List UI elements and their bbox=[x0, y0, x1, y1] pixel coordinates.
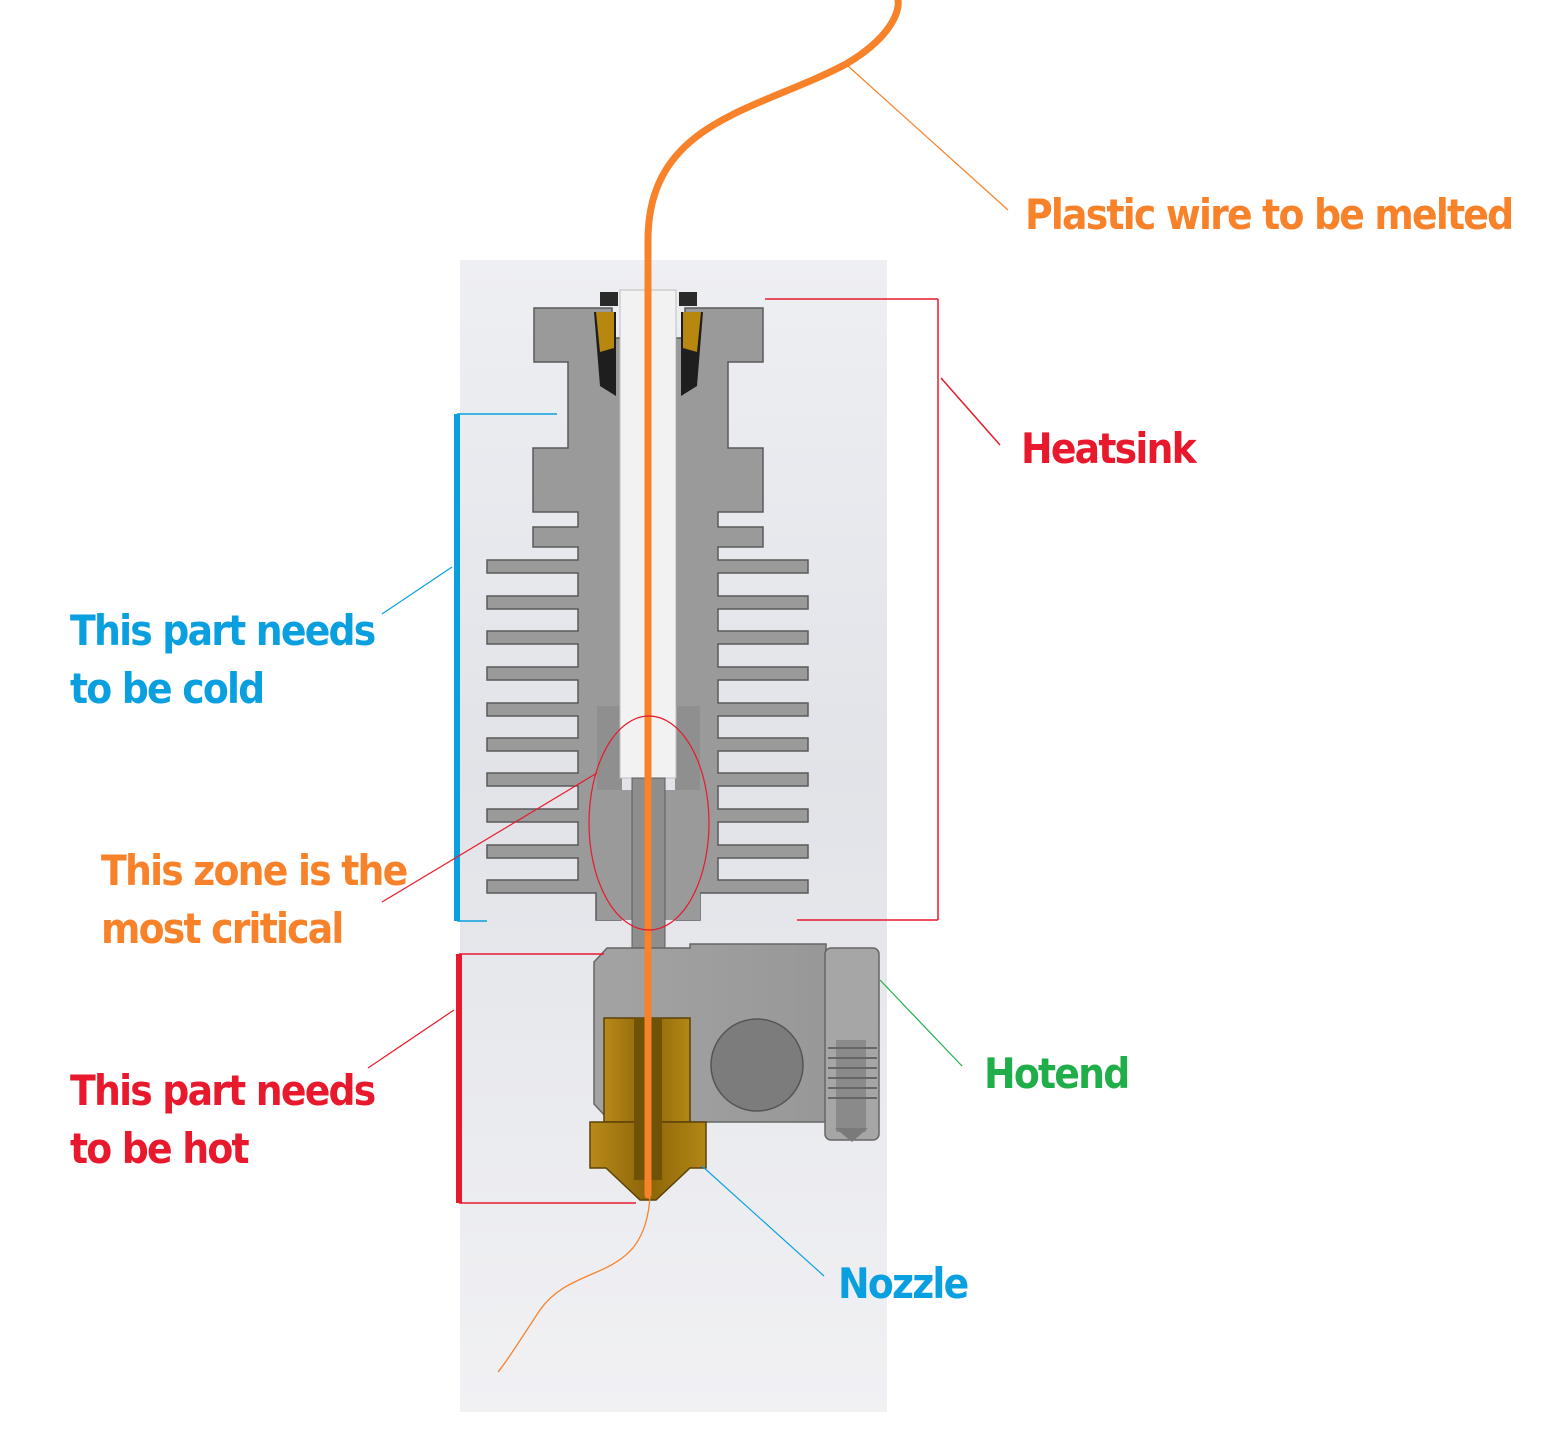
extruded-strand bbox=[497, 1195, 651, 1373]
heater-block bbox=[593, 943, 880, 1142]
critical-zone-leader bbox=[381, 772, 598, 903]
hotend-leader bbox=[879, 979, 963, 1067]
hot-part-bracket bbox=[367, 953, 636, 1204]
nozzle-leader bbox=[701, 1165, 825, 1277]
hot-part-label-line2: to be hot bbox=[70, 1124, 250, 1173]
collet-fitting bbox=[594, 292, 703, 396]
nozzle-label: Nozzle bbox=[838, 1259, 969, 1308]
cold-part-label-line1: This part needs bbox=[70, 606, 376, 655]
plastic-wire-label: Plastic wire to be melted bbox=[1025, 190, 1514, 239]
critical-zone-label-line2: most critical bbox=[101, 904, 344, 953]
plastic-wire-leader bbox=[847, 65, 1009, 211]
cold-part-label-line2: to be cold bbox=[70, 664, 265, 713]
hotend-label: Hotend bbox=[984, 1049, 1130, 1098]
hot-part-label-line1: This part needs bbox=[70, 1066, 376, 1115]
cold-part-bracket bbox=[381, 413, 557, 922]
critical-zone-ellipse bbox=[588, 715, 710, 931]
critical-zone-label-line1: This zone is the bbox=[101, 846, 408, 895]
heatsink-bracket bbox=[765, 298, 1001, 921]
plastic-filament bbox=[644, 0, 902, 1199]
heatsink-label: Heatsink bbox=[1021, 424, 1197, 473]
